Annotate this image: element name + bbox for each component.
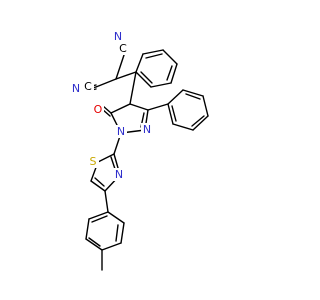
svg-text:N: N <box>143 123 151 136</box>
svg-text:S: S <box>90 155 97 168</box>
cyano-lower-n-atom: N <box>70 82 82 95</box>
thiazole-s-atom: S <box>87 155 99 168</box>
svg-text:C: C <box>119 42 127 55</box>
cyano-lower-c-atom: C <box>82 80 94 93</box>
pyrazole-n2-atom: N <box>141 123 153 136</box>
thiazole-n-atom: N <box>113 168 125 181</box>
phenyl-right-ring <box>147 89 209 131</box>
bond-ch-chph <box>115 71 137 80</box>
pyrazole-n1-atom: N <box>115 125 127 138</box>
svg-text:N: N <box>115 168 123 181</box>
carbonyl-o-atom: O <box>92 103 104 116</box>
phenyl-top-ring <box>129 49 178 105</box>
bond-layer <box>85 41 209 271</box>
tolyl-ring <box>85 190 125 271</box>
svg-text:N: N <box>72 82 80 95</box>
svg-text:N: N <box>117 125 125 138</box>
svg-text:N: N <box>114 30 122 43</box>
cyano-upper-c-atom: C <box>117 42 129 55</box>
svg-text:C: C <box>84 80 92 93</box>
atom-label-layer: N C N C O N N S <box>70 30 153 181</box>
svg-text:O: O <box>94 103 103 116</box>
cyano-upper-n-atom: N <box>112 30 124 43</box>
molecule-diagram: N C N C O N N S <box>70 30 209 271</box>
